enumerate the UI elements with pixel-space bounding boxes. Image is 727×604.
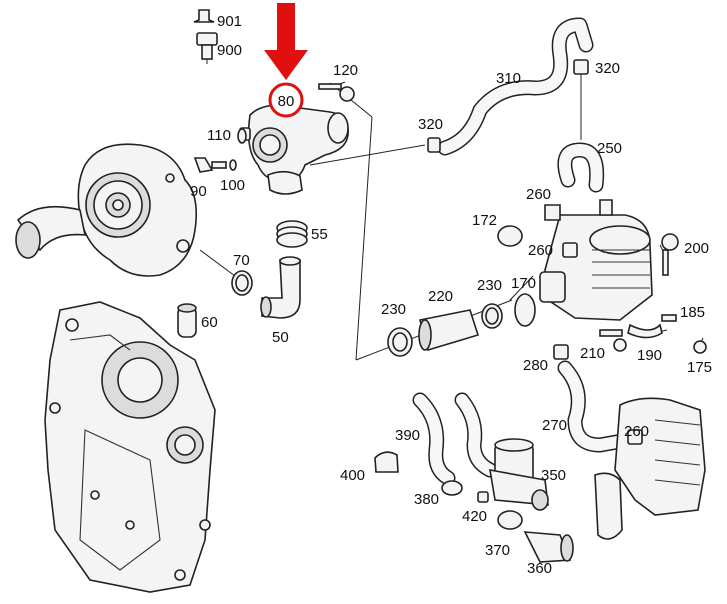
clip-400 [374,451,399,473]
hose-390 [412,392,498,486]
callout-labels: 901 900 120 310 320 320 110 250 90 100 2… [190,13,712,577]
callout-80: 80 [278,93,295,110]
callout-370: 370 [485,542,510,559]
callout-260-top: 260 [526,186,551,203]
elbow-pipe-50 [260,256,301,319]
parts-380-420-370-360 [441,480,574,563]
callout-172: 172 [472,212,497,229]
callout-420: 420 [462,508,487,525]
callout-170: 170 [511,275,536,292]
highlight-arrow [264,3,308,80]
hose-270 [553,344,636,453]
callout-175: 175 [687,359,712,376]
callout-190: 190 [637,347,662,364]
callout-210: 210 [580,345,605,362]
callout-185: 185 [680,304,705,321]
callout-350: 350 [541,467,566,484]
callout-50: 50 [272,329,289,346]
callout-260-bottom: 260 [624,423,649,440]
callout-230-left: 230 [381,301,406,318]
callout-280: 280 [523,357,548,374]
heat-exchanger [514,199,653,327]
timing-cover [44,301,216,593]
hose-310 [437,17,594,156]
callout-90: 90 [190,183,207,200]
bolt-200 [661,233,679,276]
callout-250: 250 [597,140,622,157]
callout-901: 901 [217,13,242,30]
aux-pump-350 [489,438,549,511]
callout-360: 360 [527,560,552,577]
water-pump [15,143,198,277]
pipe-60 [177,303,197,338]
hose-250 [557,142,605,193]
sensor-901-900 [193,9,218,64]
small-parts-110-90-100 [193,128,247,173]
fasteners-185-210-190-175 [599,314,707,354]
clip-260-and-ring-172 [497,204,561,247]
callout-200: 200 [684,240,709,257]
callout-110: 110 [207,127,231,144]
callout-270: 270 [542,417,567,434]
callout-260-mid: 260 [528,242,553,259]
clamp-70 [231,270,253,296]
callout-390: 390 [395,427,420,444]
callout-100: 100 [220,177,245,194]
callout-60: 60 [201,314,218,331]
callout-55: 55 [311,226,328,243]
callout-230-right: 230 [477,277,502,294]
cooler-housing [594,397,706,540]
thermostat-housing [239,104,349,195]
bolt-120 [318,83,355,102]
hose-220-with-clamps [387,303,503,357]
callout-70: 70 [233,252,250,269]
clip-320 [427,59,589,153]
callout-320-top: 320 [595,60,620,77]
callout-120: 120 [333,62,358,79]
callout-380: 380 [414,491,439,508]
callout-310: 310 [496,70,521,87]
callout-900: 900 [217,42,242,59]
callout-320-mid: 320 [418,116,443,133]
seal-ring-55 [276,220,308,248]
callout-400: 400 [340,467,365,484]
highlight-ring [268,82,304,118]
callout-220: 220 [428,288,453,305]
